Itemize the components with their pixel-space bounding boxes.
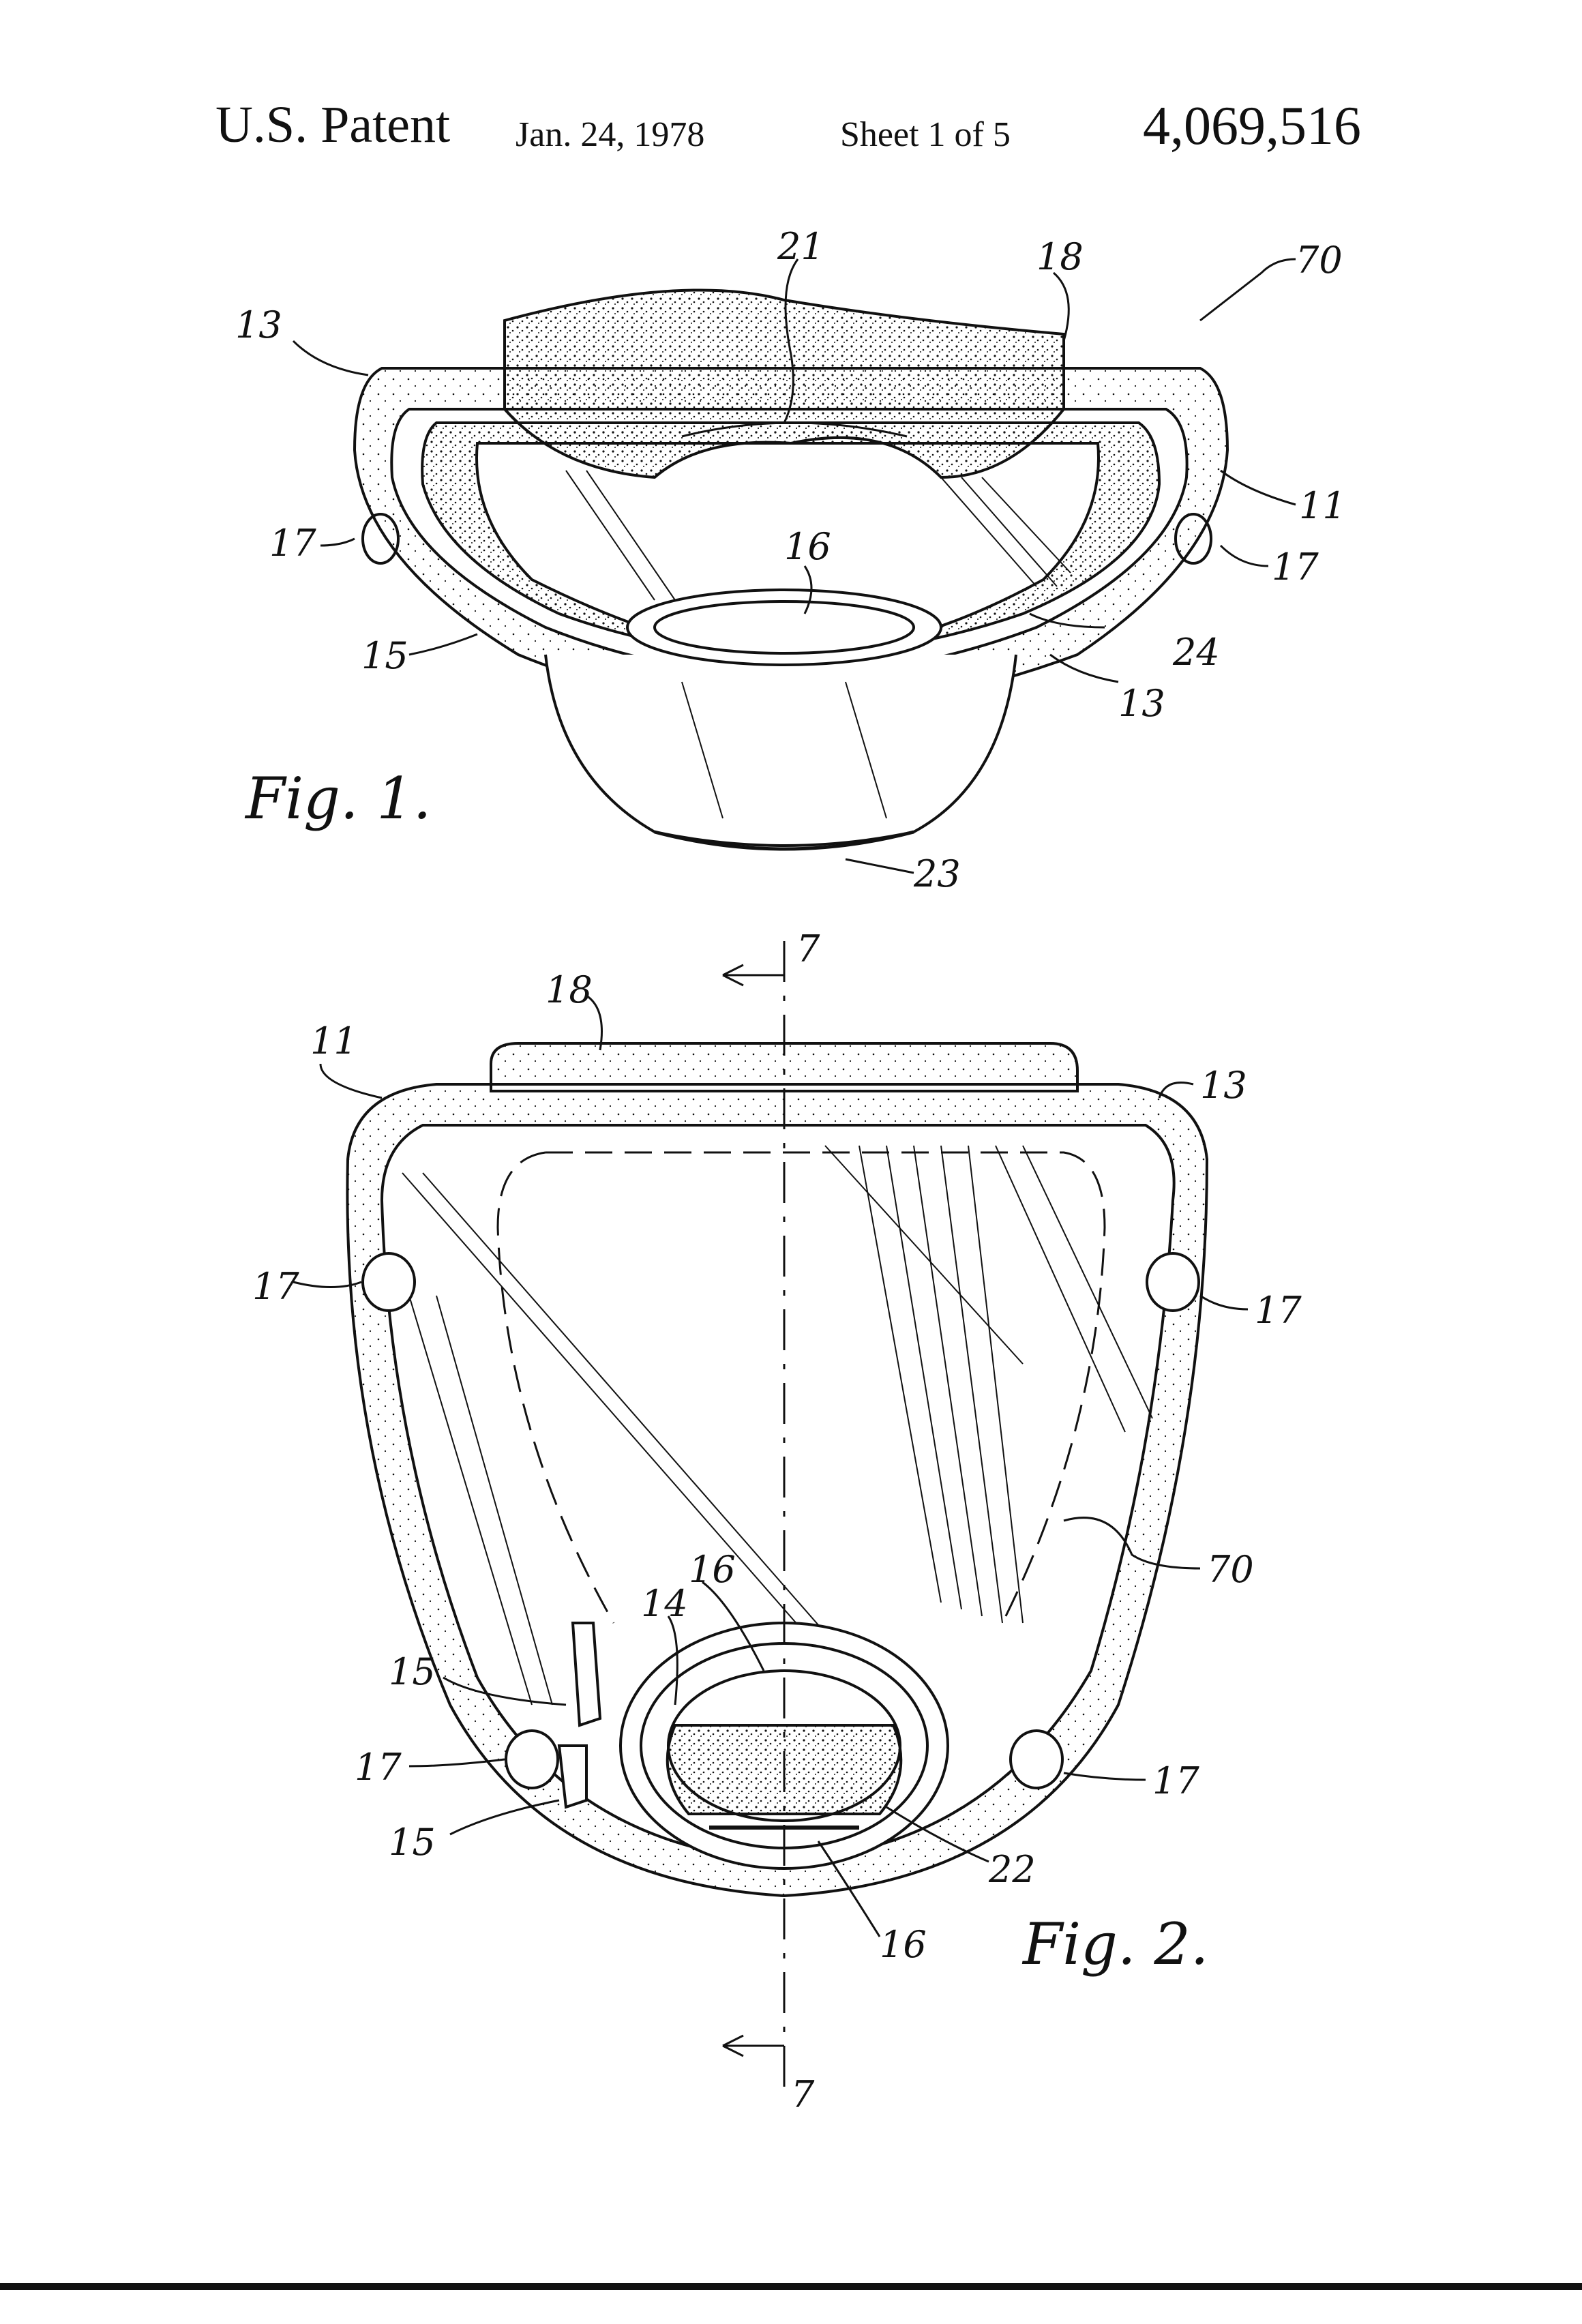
fig2-buckle-lower <box>557 1744 588 1809</box>
fig2-strap-upper-left <box>361 1252 416 1312</box>
patent-number: 4,069,516 <box>1143 96 1361 156</box>
patent-date: Jan. 24, 1978 <box>516 115 705 154</box>
ref-fig2-13: 13 <box>1200 1064 1247 1107</box>
fig2-section-line <box>722 941 786 2087</box>
fig1-port-16 <box>626 589 942 666</box>
fig2-forehead-pad <box>490 1042 1079 1092</box>
figure-2-drawing <box>346 1042 1209 1898</box>
ref-fig2-7-bottom: 7 <box>791 2073 815 2116</box>
sheet-number: Sheet 1 of 5 <box>840 115 1011 154</box>
ref-fig1-70: 70 <box>1296 239 1343 282</box>
ref-fig2-17-ul: 17 <box>252 1265 299 1308</box>
fig1-strap-left <box>361 513 400 565</box>
ref-fig2-16-top: 16 <box>689 1548 736 1591</box>
ref-fig2-17-ur: 17 <box>1255 1289 1302 1332</box>
patent-header-title: U.S. Patent <box>215 96 451 153</box>
fig1-forehead-pad <box>503 288 1065 479</box>
ref-fig1-21: 21 <box>777 225 824 268</box>
figure-1-drawing <box>353 288 1229 851</box>
fig2-strap-lower-left <box>505 1729 559 1789</box>
ref-fig2-14: 14 <box>641 1582 688 1625</box>
ref-fig1-16: 16 <box>784 525 831 568</box>
bottom-rule <box>0 2283 1582 2290</box>
fig2-reference-numerals: 7 7 18 11 13 17 17 17 17 70 16 16 14 15 … <box>252 927 1302 2116</box>
ref-fig2-70: 70 <box>1207 1548 1254 1591</box>
fig2-lens-dashed <box>496 1151 1106 1624</box>
ref-fig2-15-upper: 15 <box>389 1650 436 1693</box>
fig1-label: Fig. 1. <box>244 765 431 832</box>
fig2-lens-reflections <box>402 1145 1153 1705</box>
fig1-lens-reflections <box>565 470 1071 819</box>
fig1-nose-recess-21 <box>681 421 908 438</box>
fig1-lower-body <box>544 654 1017 847</box>
ref-fig2-18: 18 <box>546 968 593 1011</box>
fig2-leaders <box>293 994 1249 1937</box>
ref-fig2-11: 11 <box>310 1019 357 1062</box>
ref-fig1-17-right: 17 <box>1272 546 1319 589</box>
ref-fig1-15: 15 <box>361 634 408 677</box>
ref-fig1-24: 24 <box>1172 631 1220 674</box>
ref-fig1-18: 18 <box>1036 235 1084 278</box>
fig1-leaders <box>292 258 1296 874</box>
fig1-bottom-rim-23 <box>654 830 914 851</box>
ref-fig2-17-ll: 17 <box>355 1746 402 1789</box>
ref-fig2-7-top: 7 <box>796 927 820 970</box>
ref-fig2-15-lower: 15 <box>389 1821 436 1864</box>
fig2-strap-lower-right <box>1009 1729 1064 1789</box>
ref-fig1-11: 11 <box>1299 484 1346 527</box>
ref-fig1-13-right: 13 <box>1118 682 1165 725</box>
fig1-reference-numerals: 70 11 13 13 17 17 15 18 21 16 24 23 Fig.… <box>235 225 1346 895</box>
fig2-strap-upper-right <box>1146 1252 1200 1312</box>
fig2-label: Fig. 2. <box>1021 1911 1208 1978</box>
ref-fig1-17-left: 17 <box>269 522 316 565</box>
ref-fig1-13-left: 13 <box>235 303 282 346</box>
ref-fig2-17-lr: 17 <box>1152 1759 1199 1802</box>
ref-fig2-16-bottom: 16 <box>880 1923 927 1966</box>
fig1-strap-right <box>1174 513 1212 565</box>
ref-fig2-22: 22 <box>988 1848 1036 1891</box>
ref-fig1-23: 23 <box>913 852 961 895</box>
fig2-buckle-upper <box>571 1622 602 1727</box>
